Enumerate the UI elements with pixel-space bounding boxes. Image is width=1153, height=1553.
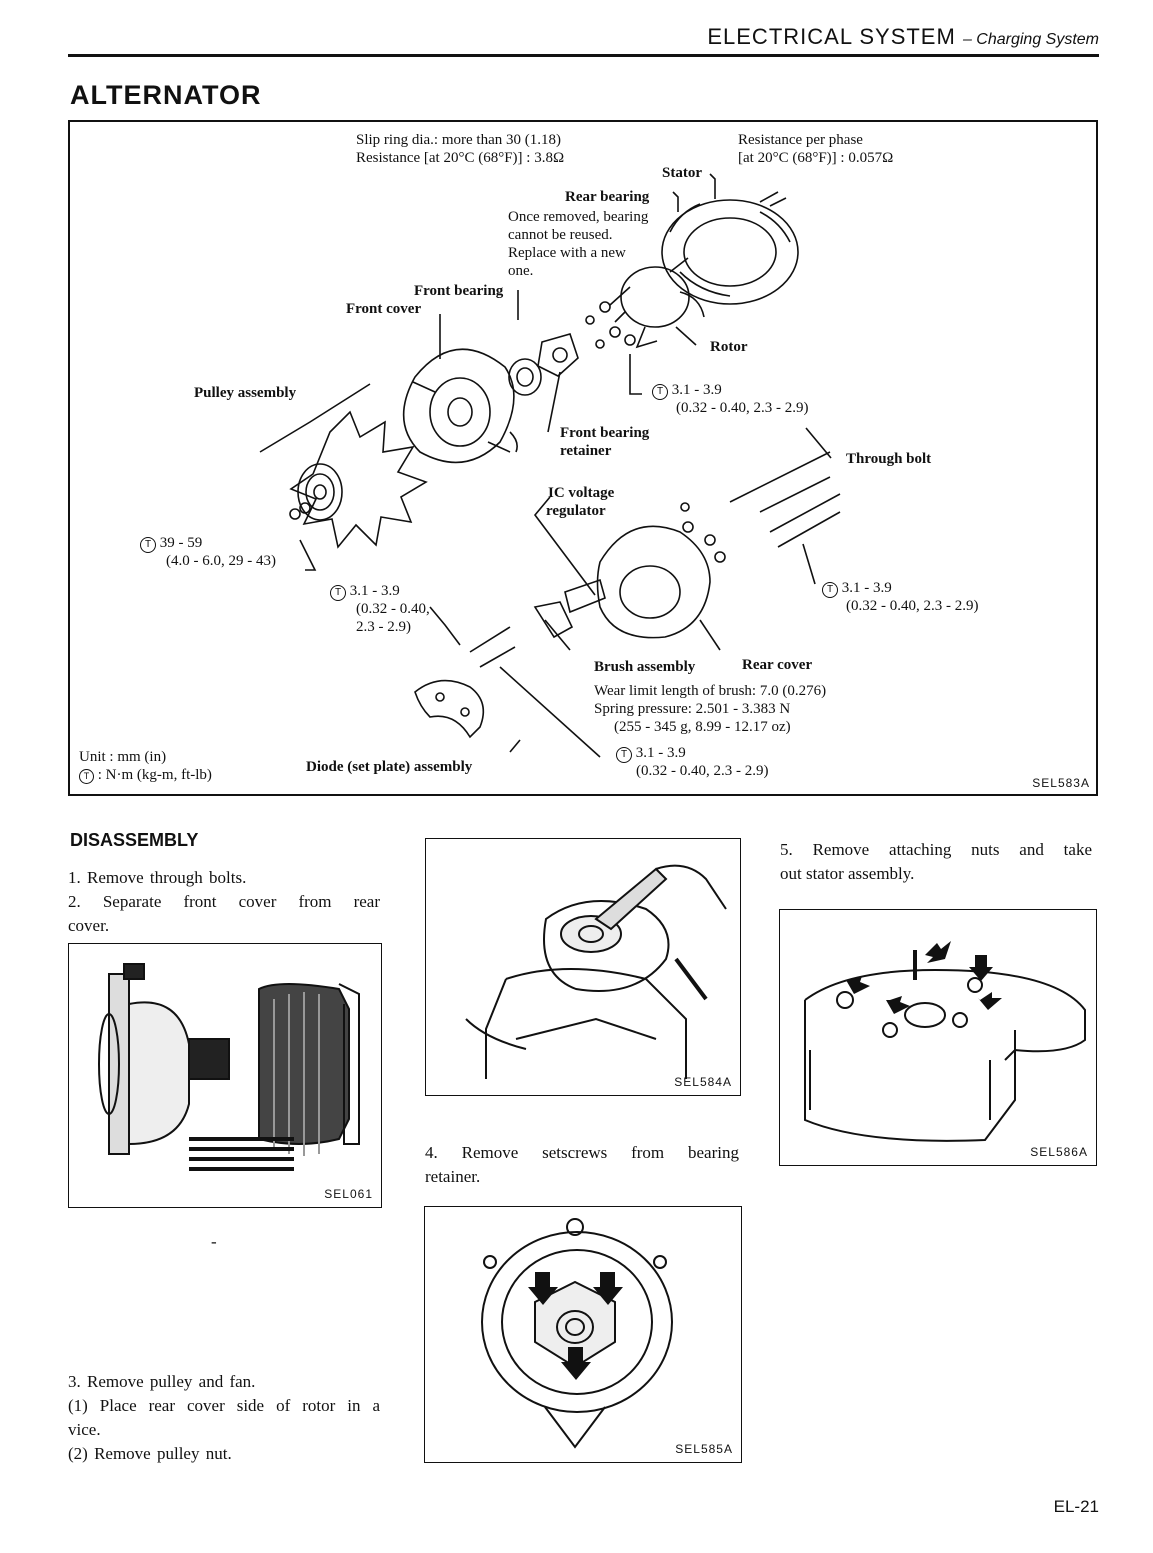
- label-stator: Stator: [662, 165, 702, 181]
- torque-through-bolt-value-2: (0.32 - 0.40, 2.3 - 2.9): [846, 598, 979, 614]
- torque-diode: T 3.1 - 3.9: [330, 582, 400, 601]
- step-1: 1. Remove through bolts.: [68, 868, 247, 887]
- header-subsection: – Charging System: [962, 31, 1099, 48]
- figure-code: SEL061: [324, 1187, 373, 1201]
- label-brush-wear: Wear limit length of brush: 7.0 (0.276): [594, 683, 827, 699]
- torque-symbol: T: [330, 585, 346, 601]
- torque-symbol: T: [79, 769, 94, 784]
- stray-mark: -: [211, 1232, 217, 1251]
- bearing-retainer-drawing: [481, 1218, 673, 1449]
- torque-brush: T 3.1 - 3.9: [616, 744, 686, 763]
- figure-front-rear-cover: SEL061: [68, 943, 382, 1208]
- figure-stator-removal: SEL586A: [779, 909, 1097, 1166]
- unit-note-2: T : N·m (kg-m, ft-lb): [79, 766, 212, 784]
- label-rear-bearing: Rear bearing: [565, 189, 650, 205]
- label-resistance-phase-2: [at 20°C (68°F)] : 0.057Ω: [738, 150, 894, 166]
- rear-cover-drawing: [596, 502, 726, 639]
- torque-rotor-value: 3.1 - 3.9: [671, 382, 722, 398]
- label-front-bearing-retainer-1: Front bearing: [560, 425, 650, 441]
- step-3-1a: (1) Place rear cover side of rotor in a: [68, 1396, 380, 1415]
- alternator-exploded-drawing: [259, 173, 841, 758]
- torque-through-bolt-value: 3.1 - 3.9: [841, 580, 892, 596]
- pulley-removal-drawing: [465, 864, 727, 1079]
- label-rear-bearing-note-3: Replace with a new: [508, 245, 626, 261]
- label-front-cover: Front cover: [346, 301, 422, 317]
- step-4a: 4. Remove setscrews from bearing: [425, 1143, 739, 1162]
- figure-code: SEL584A: [674, 1075, 732, 1089]
- torque-symbol: T: [652, 384, 668, 400]
- label-rear-cover: Rear cover: [742, 657, 813, 673]
- front-rear-cover-drawing: [98, 963, 360, 1171]
- figure-code: SEL585A: [675, 1442, 733, 1456]
- step-3: 3. Remove pulley and fan.: [68, 1372, 256, 1391]
- page-title: ALTERNATOR: [70, 80, 262, 110]
- torque-diode-value-2: (0.32 - 0.40,: [356, 601, 430, 617]
- front-cover-drawing: [402, 348, 518, 464]
- label-resistance-phase-1: Resistance per phase: [738, 132, 863, 148]
- stator-drawing: [661, 191, 799, 305]
- label-front-bearing-retainer-2: retainer: [560, 443, 612, 459]
- step-3-2: (2) Remove pulley nut.: [68, 1444, 232, 1463]
- unit-note-2-text: : N·m (kg-m, ft-lb): [97, 767, 212, 783]
- torque-pulley: T 39 - 59: [140, 534, 202, 553]
- label-spring-pressure-1: Spring pressure: 2.501 - 3.383 N: [594, 701, 791, 717]
- label-rotor: Rotor: [710, 339, 748, 355]
- stator-removal-drawing: [804, 941, 1086, 1142]
- torque-symbol: T: [140, 537, 156, 553]
- step-3-1b: vice.: [68, 1420, 101, 1439]
- torque-pulley-value: 39 - 59: [159, 535, 203, 551]
- step-5a: 5. Remove attaching nuts and take: [780, 840, 1092, 859]
- label-diode-assembly: Diode (set plate) assembly: [306, 759, 473, 775]
- step-4b: retainer.: [425, 1167, 481, 1186]
- label-rear-bearing-note-2: cannot be reused.: [508, 227, 613, 243]
- figure-code: SEL586A: [1030, 1145, 1088, 1159]
- alternator-exploded-figure: Slip ring dia.: more than 30 (1.18) Resi…: [68, 120, 1098, 796]
- running-header: ELECTRICAL SYSTEM – Charging System: [707, 24, 1099, 50]
- torque-through-bolt: T 3.1 - 3.9: [822, 579, 892, 598]
- step-5b: out stator assembly.: [780, 864, 915, 883]
- section-heading: DISASSEMBLY: [70, 830, 199, 850]
- label-pulley-assembly: Pulley assembly: [194, 385, 297, 401]
- label-front-bearing: Front bearing: [414, 283, 504, 299]
- torque-diode-value: 3.1 - 3.9: [349, 583, 400, 599]
- rotor-drawing: [609, 257, 705, 349]
- label-through-bolt: Through bolt: [846, 451, 932, 467]
- torque-rotor-value-2: (0.32 - 0.40, 2.3 - 2.9): [676, 400, 809, 416]
- label-slip-ring-2: Resistance [at 20°C (68°F)] : 3.8Ω: [356, 150, 565, 166]
- torque-symbol: T: [822, 582, 838, 598]
- label-rear-bearing-note-4: one.: [508, 263, 534, 279]
- torque-brush-value-2: (0.32 - 0.40, 2.3 - 2.9): [636, 763, 769, 779]
- figure-bearing-retainer: SEL585A: [424, 1206, 742, 1463]
- diode-plate-drawing: [414, 679, 485, 739]
- label-ic-regulator-2: regulator: [546, 503, 606, 519]
- torque-brush-value: 3.1 - 3.9: [635, 745, 686, 761]
- header-section: ELECTRICAL SYSTEM: [707, 24, 956, 49]
- step-2a: 2. Separate front cover from rear: [68, 892, 380, 911]
- torque-symbol: T: [616, 747, 632, 763]
- label-spring-pressure-2: (255 - 345 g, 8.99 - 12.17 oz): [614, 719, 791, 735]
- torque-pulley-value-2: (4.0 - 6.0, 29 - 43): [166, 553, 276, 569]
- header-rule: [68, 54, 1099, 57]
- label-slip-ring-1: Slip ring dia.: more than 30 (1.18): [356, 132, 561, 148]
- unit-note-1: Unit : mm (in): [79, 749, 167, 765]
- label-rear-bearing-note-1: Once removed, bearing: [508, 209, 649, 225]
- torque-rotor: T 3.1 - 3.9: [652, 381, 722, 400]
- torque-diode-value-3: 2.3 - 2.9): [356, 619, 411, 635]
- label-brush-assembly: Brush assembly: [594, 659, 696, 675]
- figure-code: SEL583A: [1032, 776, 1090, 790]
- step-2b: cover.: [68, 916, 110, 935]
- label-ic-regulator-1: IC voltage: [548, 485, 615, 501]
- figure-pulley-removal: SEL584A: [425, 838, 741, 1096]
- page-number: EL-21: [1053, 1497, 1099, 1516]
- pulley-fan-drawing: [289, 410, 428, 549]
